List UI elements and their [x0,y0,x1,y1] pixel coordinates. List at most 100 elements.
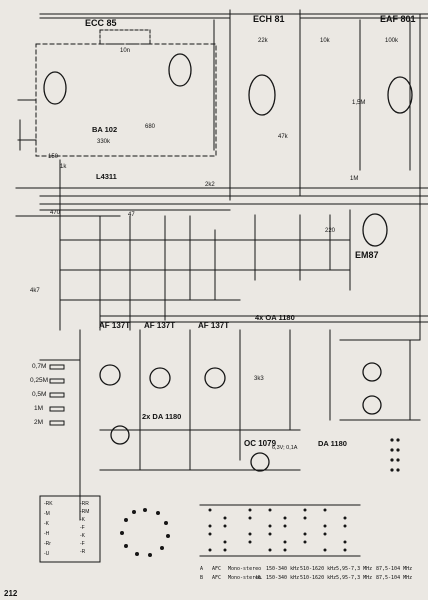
switch-grid-dot [323,548,327,552]
switch-right-label-3: -F [80,525,85,531]
switch-grid-dot [323,524,327,528]
switch-grid-dot [208,524,212,528]
switch-grid-dot [248,540,252,544]
switch-right-label-4: -K [80,533,86,539]
component-label-100k: 100k [385,38,399,44]
switch-grid-dot [268,524,272,528]
tube-label-ecc85: ECC 85 [85,18,117,28]
component-label-220: 220 [325,228,336,234]
transistor-label-af137-a: AF 137T [99,321,130,330]
legend-row-a-6: 87,5-104 MHz [376,566,412,572]
range-resistor-ladder [49,364,65,426]
diode-label-da1180-a: 4x OA 1180 [255,313,295,322]
range-label-1: 0,25M [30,377,48,384]
page-number: 212 [4,589,18,598]
component-label-330k: 330k [97,139,111,145]
component-label-1m: 1M [350,176,358,182]
component-label-22k: 22k [258,38,269,44]
component-label-150: 150 [48,154,59,160]
tube-label-eaf801: EAF 801 [380,14,416,24]
switch-grid-dot [248,516,252,520]
switch-grid-dot [268,548,272,552]
switch-grid-dot [248,508,252,512]
legend-row-b-7: 87,5-104 MHz [376,575,412,581]
switch-grid-dot [283,524,287,528]
switch-grid-dot [223,524,227,528]
component-label-1k: 1k [60,164,67,170]
legend-row-a-5: 5,95-7,3 MHz [336,566,372,572]
tube-label-em87: EM87 [355,250,379,260]
switch-grid-dot [268,508,272,512]
pilot-lamp-label: 6,3V; 0,1A [272,445,298,451]
tube-envelopes [43,53,413,247]
switch-position-grid [208,508,347,552]
legend-row-b-3: UL [256,575,262,581]
switch-right-label-0: -RR [80,501,89,507]
range-label-0: 0,7M [32,363,46,370]
component-label-4k7: 4k7 [30,288,40,294]
switch-grid-dot [223,548,227,552]
legend-row-a-2: Mono-stereo [228,566,261,572]
switch-grid-dot [323,508,327,512]
component-label-2k2: 2k2 [205,182,215,188]
component-label-10k: 10k [320,38,331,44]
component-label-1m5: 1,5M [352,100,365,106]
output-jack-dots [390,438,400,472]
legend-row-a-3: 150-340 kHz [266,566,299,572]
component-label-3k3: 3k3 [254,376,264,382]
component-label-cap-47: 47 [128,212,135,218]
component-label-47k: 47k [278,134,289,140]
switch-grid-dot [303,532,307,536]
legend-row-a-1: AFC [212,566,221,572]
switch-grid-dot [248,532,252,536]
switch-right-label-2: -K [80,517,86,523]
rotary-switch-diagram [120,508,170,557]
switch-grid-dot [208,508,212,512]
range-label-3: 1M [34,405,43,412]
diode-label-da1180-c: DA 1180 [318,439,347,448]
switch-grid-dot [283,540,287,544]
switch-grid-dot [303,508,307,512]
diode-label-ba102: BA 102 [92,125,117,134]
switch-grid-dot [303,540,307,544]
legend-row-b-6: 5,95-7,3 MHz [336,575,372,581]
schematic-labels: ECC 85 ECH 81 EAF 801 EM87 AF 137T AF 13… [4,14,416,598]
switch-grid-dot [343,540,347,544]
switch-left-label-3: -H [44,531,50,537]
switch-left-label-1: -M [44,511,50,517]
switch-grid-dot [268,532,272,536]
switch-grid-dot [323,532,327,536]
transistor-label-oc1079: OC 1079 [244,439,277,448]
legend-row-b-4: 150-340 kHz [266,575,299,581]
legend-row-b-1: AFC [212,575,221,581]
switch-grid-dot [283,548,287,552]
legend-row-a-0: A [200,566,203,572]
component-label-680: 680 [145,124,156,130]
component-label-10n: 10n [120,48,130,54]
switch-grid-dot [343,548,347,552]
transistor-label-af137-c: AF 137T [198,321,229,330]
switch-grid-dot [343,516,347,520]
switch-right-label-5: -F [80,541,85,547]
switch-grid-dot [223,516,227,520]
legend-row-a-4: 510-1620 kHz [300,566,336,572]
switch-left-label-4: -Rr [44,541,51,547]
switch-left-label-0: -RK [44,501,53,507]
component-label-cap-470: 470 [50,210,61,216]
switch-right-label-1: -RM [80,509,89,515]
switch-grid-dot [343,524,347,528]
range-label-4: 2M [34,419,43,426]
range-label-2: 0,5M [32,391,46,398]
legend-row-b-5: 510-1620 kHz [300,575,336,581]
legend-row-b-0: B [200,575,203,581]
switch-left-label-5: -U [44,551,50,557]
diode-label-da1180-b: 2x DA 1180 [142,412,181,421]
switch-right-label-6: -R [80,549,86,555]
switch-grid-dot [223,540,227,544]
switch-grid-dot [208,548,212,552]
transistor-label-af137-b: AF 137T [144,321,175,330]
switch-grid-dot [283,516,287,520]
switch-grid-dot [208,532,212,536]
